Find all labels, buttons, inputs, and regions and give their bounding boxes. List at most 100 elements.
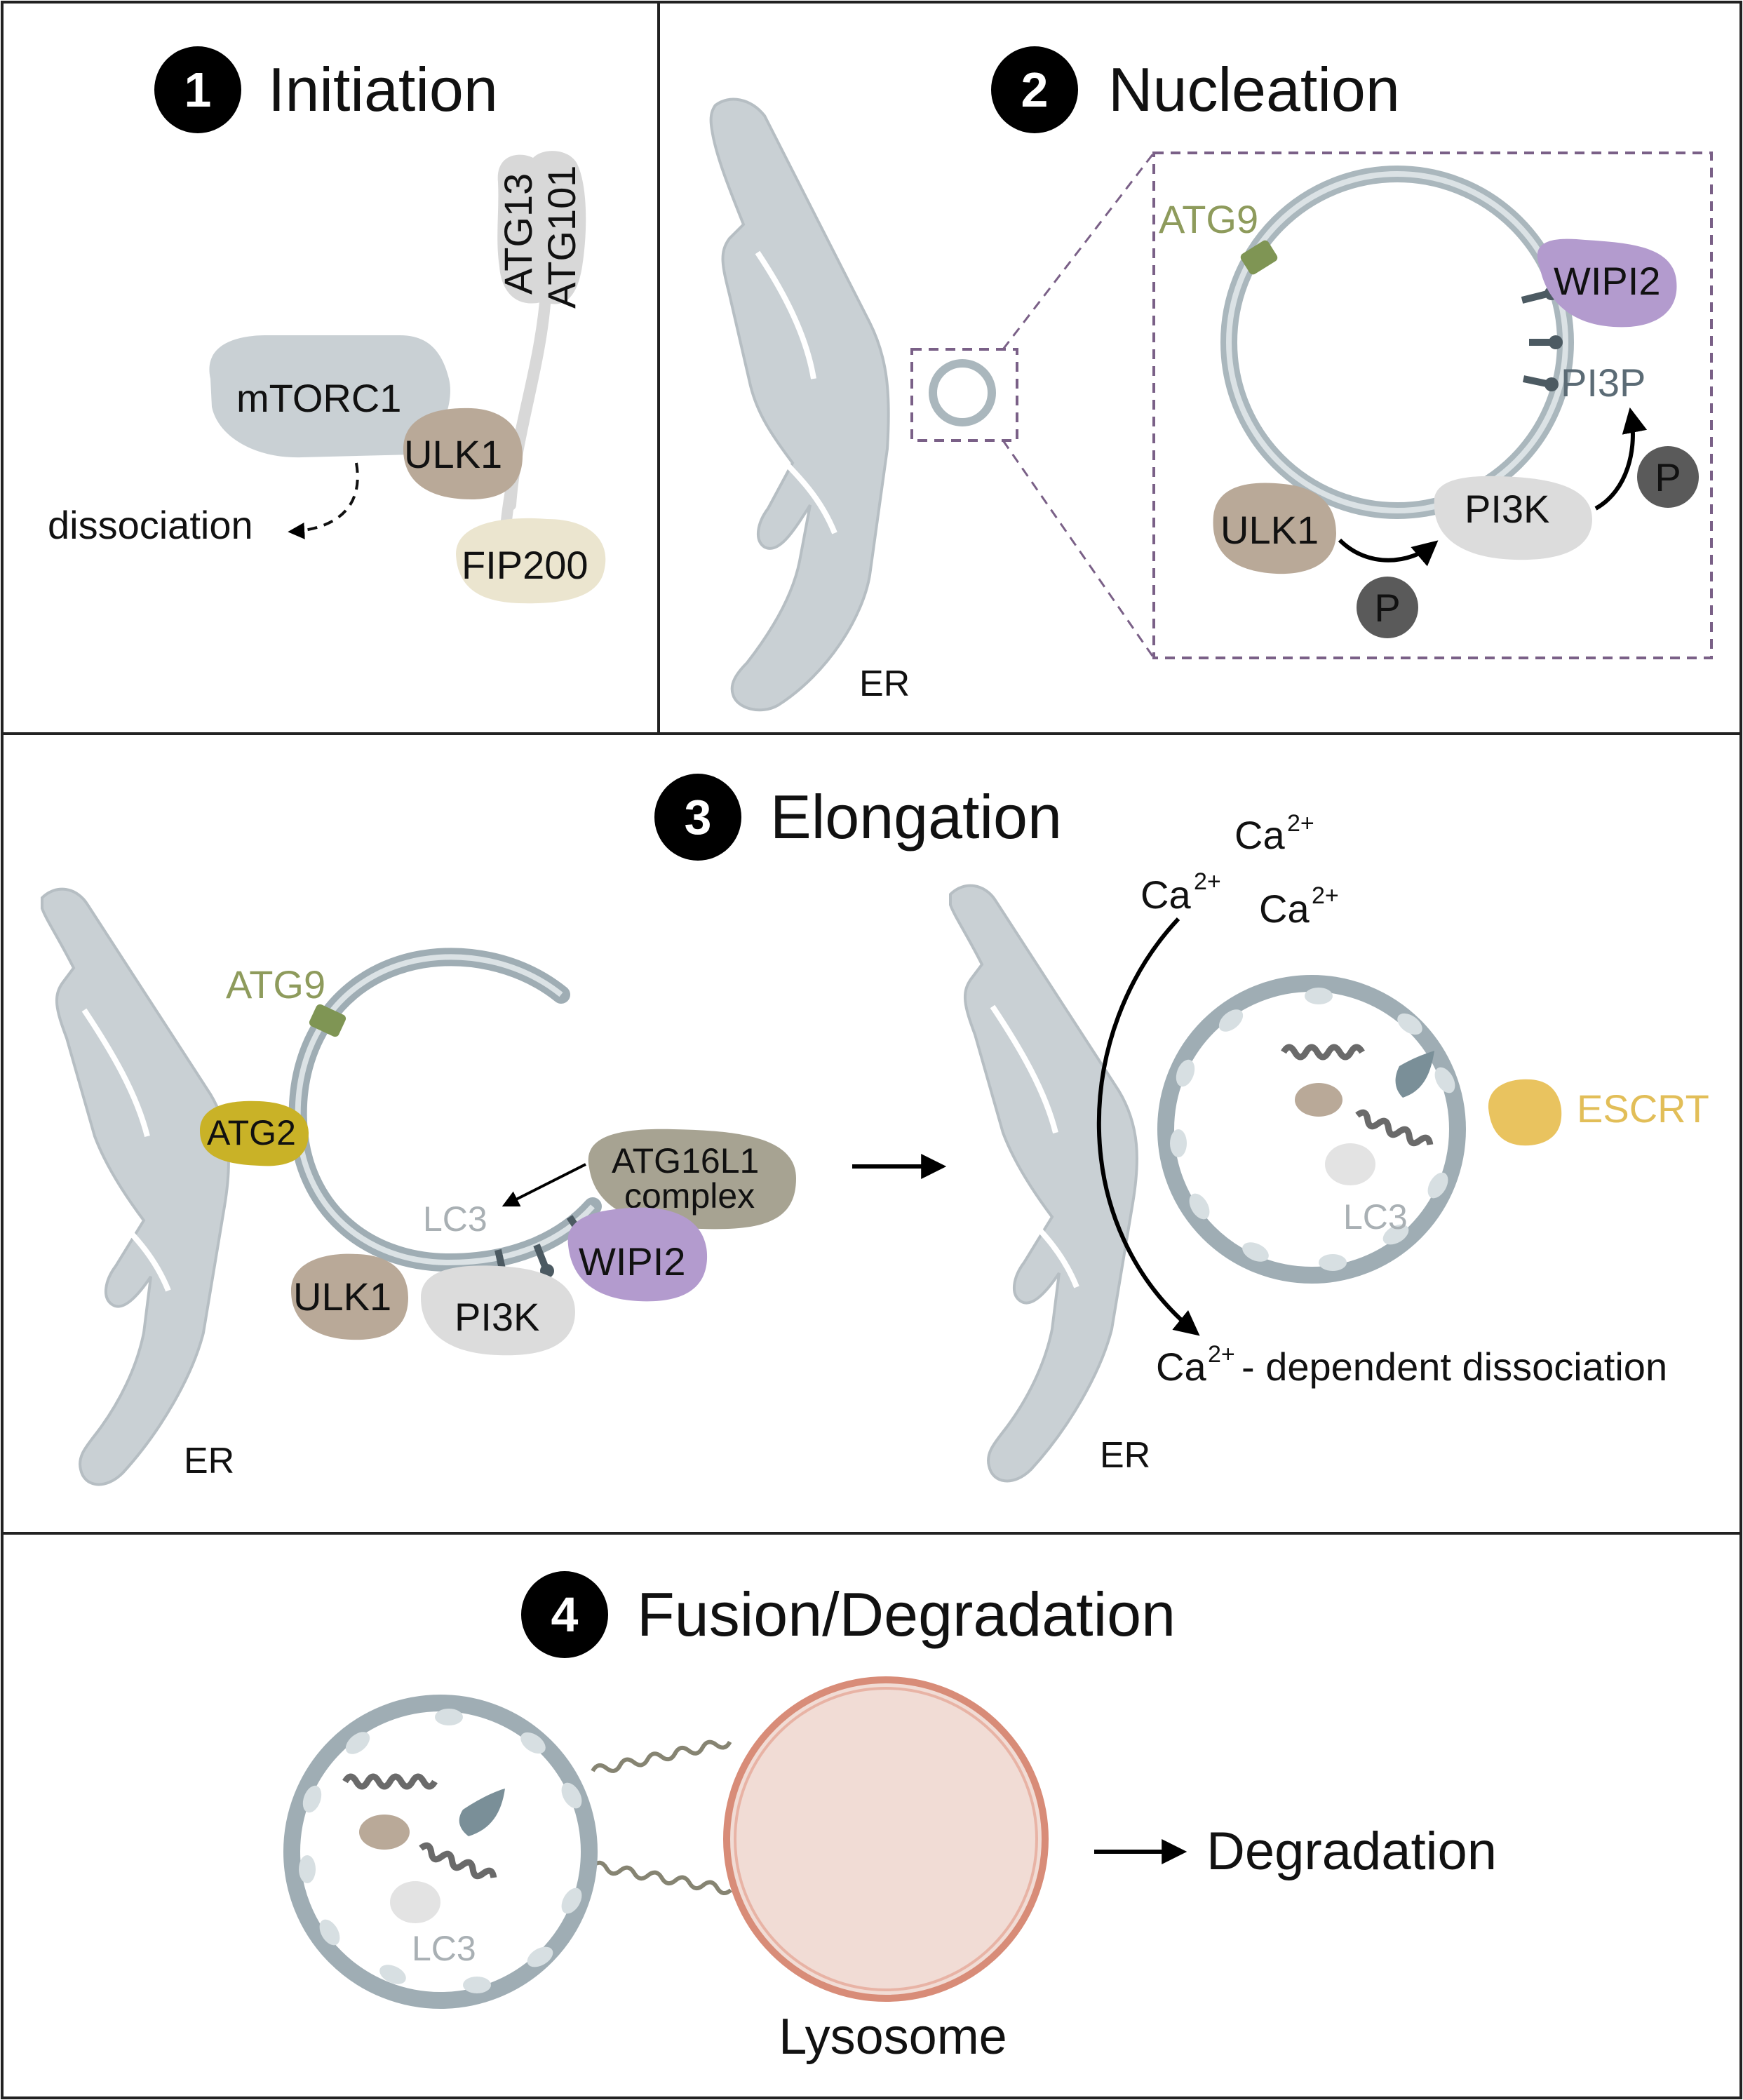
er-fold-p2 bbox=[755, 250, 837, 534]
step-number-3: 3 bbox=[685, 790, 712, 844]
cargo-helix-1-p3 bbox=[1281, 1044, 1365, 1061]
fip200-protein bbox=[456, 518, 606, 604]
atg16l1-to-lc3-arrow bbox=[502, 1163, 586, 1207]
atg13-atg101-complex bbox=[497, 151, 586, 304]
escrt-protein bbox=[1488, 1079, 1562, 1146]
calcium-ion-1: Ca 2+ bbox=[1234, 810, 1314, 857]
atg101-label: ATG101 bbox=[539, 166, 584, 309]
svg-text:Ca: Ca bbox=[1259, 887, 1310, 931]
atg2-label: ATG2 bbox=[207, 1113, 296, 1152]
panel-4-border bbox=[1, 1532, 1742, 2099]
pi3p-label: PI3P bbox=[1561, 361, 1646, 405]
cargo-helix-2-p3 bbox=[1355, 1109, 1434, 1147]
cargo-helix-2-p4 bbox=[419, 1842, 497, 1880]
panel-fusion-degradation: 4 Fusion/Degradation LC3 bbox=[283, 1571, 1497, 2065]
zoom-line-top bbox=[1002, 152, 1155, 350]
pi3k-protein-p2 bbox=[1434, 476, 1592, 560]
svg-text:- dependent dissociation: - dependent dissociation bbox=[1241, 1345, 1667, 1389]
wipi2-protein-p2 bbox=[1537, 238, 1677, 328]
panel-elongation: 3 Elongation ER ATG9 ATG2 ATG16L1 comple… bbox=[41, 774, 1709, 1486]
step-badge-4 bbox=[521, 1571, 608, 1658]
wipi2-label-p3: WIPI2 bbox=[579, 1239, 685, 1284]
dissociation-arrow bbox=[288, 462, 359, 539]
zoom-line-bottom bbox=[1002, 440, 1155, 659]
step-number-2: 2 bbox=[1021, 62, 1049, 117]
cargo-lc3-p4 bbox=[390, 1881, 440, 1923]
cargo-lc3-p3 bbox=[1325, 1143, 1375, 1185]
lysosome-label: Lysosome bbox=[779, 2009, 1007, 2065]
nucleation-vesicle-inner bbox=[1226, 171, 1568, 513]
panel-title-initiation: Initiation bbox=[268, 55, 498, 124]
lc3-label-autophagosome-p4: LC3 bbox=[412, 1929, 476, 1968]
calcium-dissociation-arrow bbox=[1096, 917, 1200, 1336]
pi3k-protein-p3 bbox=[421, 1265, 575, 1356]
lysosome-inner-ring bbox=[734, 1687, 1038, 1991]
pi3k-to-pi3p-arrow bbox=[1594, 407, 1648, 511]
zoom-detail-box bbox=[1152, 152, 1713, 659]
autophagosome-p4 bbox=[283, 1695, 598, 2009]
autophagosome-lc3-dots-p3 bbox=[1170, 988, 1455, 1271]
panel-initiation: 1 Initiation ATG13 ATG101 mTORC1 FIP200 … bbox=[48, 46, 606, 604]
mtorc1-complex bbox=[209, 335, 450, 458]
atg13-label: ATG13 bbox=[496, 173, 540, 295]
svg-text:2+: 2+ bbox=[1208, 1341, 1235, 1368]
cargo-blade-p4 bbox=[459, 1789, 505, 1836]
er-label-p2: ER bbox=[859, 664, 910, 704]
atg9-label-p3: ATG9 bbox=[226, 962, 325, 1007]
autophagosome-p3 bbox=[1157, 975, 1466, 1284]
ulk1-protein-p3 bbox=[291, 1253, 408, 1340]
phosphate-label-p2b: P bbox=[1655, 455, 1681, 499]
cargo-oval-p3 bbox=[1295, 1083, 1342, 1117]
pi3k-label-p2: PI3K bbox=[1465, 487, 1549, 531]
wipi2-label-p2: WIPI2 bbox=[1554, 259, 1660, 303]
cargo-helix-1-p4 bbox=[342, 1773, 438, 1790]
calcium-ion-2: Ca 2+ bbox=[1140, 868, 1221, 917]
panel-nucleation: 2 Nucleation ER ATG9 WIPI2 PI3P bbox=[709, 46, 1713, 712]
er-fold-p3-right bbox=[990, 1004, 1079, 1288]
panel-title-elongation: Elongation bbox=[770, 782, 1062, 852]
escrt-label: ESCRT bbox=[1577, 1086, 1709, 1131]
svg-text:Ca: Ca bbox=[1140, 873, 1191, 917]
ulk1-label-p1: ULK1 bbox=[404, 432, 502, 476]
zoom-source-box bbox=[910, 348, 1018, 442]
er-fold-p3-left bbox=[81, 1008, 171, 1292]
fusion-tether-top bbox=[591, 1739, 732, 1773]
fusion-tether-bottom bbox=[591, 1860, 732, 1895]
phosphate-label-p2a: P bbox=[1374, 586, 1400, 630]
phosphate-icon-p2a bbox=[1357, 577, 1418, 638]
svg-text:Ca: Ca bbox=[1156, 1345, 1206, 1389]
ulk1-protein-p1 bbox=[403, 408, 523, 499]
er-membrane-p2 bbox=[709, 97, 890, 712]
lysosome bbox=[723, 1676, 1049, 2002]
svg-text:2+: 2+ bbox=[1287, 810, 1314, 837]
ulk1-label-p3: ULK1 bbox=[293, 1274, 391, 1319]
phosphate-icon-p2b bbox=[1637, 446, 1699, 508]
svg-text:2+: 2+ bbox=[1194, 868, 1221, 895]
pi3k-label-p3: PI3K bbox=[455, 1295, 539, 1339]
atg9-label-p2: ATG9 bbox=[1159, 197, 1258, 241]
step-badge-1 bbox=[154, 46, 241, 133]
cargo-p4 bbox=[342, 1773, 505, 1923]
er-membrane-p3-left bbox=[41, 887, 230, 1486]
step-number-4: 4 bbox=[551, 1587, 579, 1642]
mtorc1-label: mTORC1 bbox=[236, 376, 401, 420]
calcium-ion-3: Ca 2+ bbox=[1259, 882, 1339, 931]
cargo-oval-p4 bbox=[359, 1815, 410, 1850]
autophagosome-lc3-dots-p4 bbox=[299, 1709, 582, 1993]
degradation-label: Degradation bbox=[1206, 1822, 1497, 1881]
er-label-p3-left: ER bbox=[184, 1441, 234, 1481]
step-badge-2 bbox=[991, 46, 1078, 133]
lc3-label-phagophore: LC3 bbox=[423, 1199, 487, 1239]
atg16l1-complex bbox=[588, 1129, 796, 1230]
panel-title-fusion-degradation: Fusion/Degradation bbox=[637, 1580, 1176, 1649]
ulk1-protein-p2 bbox=[1213, 483, 1336, 574]
cargo-p3 bbox=[1281, 1044, 1434, 1185]
small-vesicle bbox=[929, 359, 996, 426]
dissociation-label: dissociation bbox=[48, 503, 253, 547]
ulk1-to-pi3k-arrow bbox=[1338, 538, 1439, 567]
atg2-protein bbox=[200, 1101, 309, 1166]
calcium-dissociation-label: Ca 2+ - dependent dissociation bbox=[1156, 1341, 1667, 1389]
atg16l1-label-line1: ATG16L1 bbox=[612, 1141, 759, 1180]
ulk1-label-p2: ULK1 bbox=[1220, 508, 1319, 552]
